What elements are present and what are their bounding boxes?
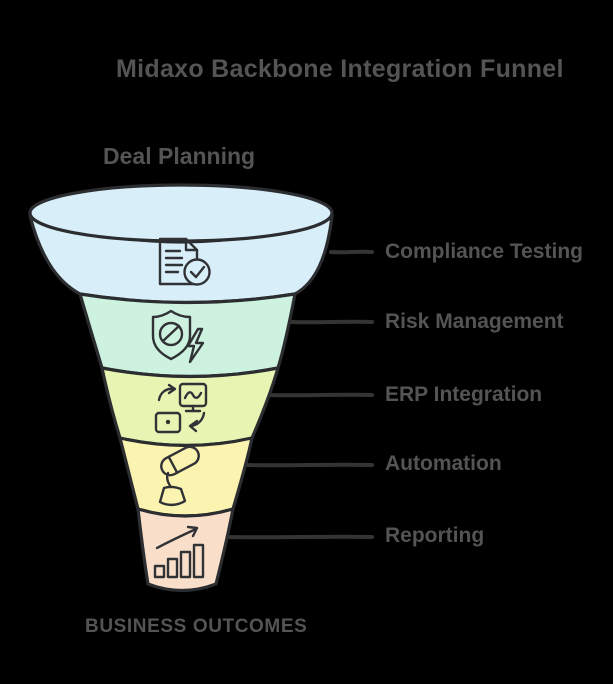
funnel-stage-segment-5 (136, 507, 235, 593)
stage-label-compliance-testing: Compliance Testing (385, 240, 583, 263)
leader-line (289, 319, 374, 325)
document-check-icon (158, 237, 211, 286)
leader-line (267, 392, 374, 398)
leader-lines (225, 249, 374, 540)
leader-line (225, 534, 374, 540)
page-title: Midaxo Backbone Integration Funnel (116, 55, 564, 83)
robot-arm-icon (158, 445, 200, 507)
leader-line (329, 249, 374, 255)
funnel-mouth (28, 183, 334, 243)
stage-label-risk-management: Risk Management (385, 310, 564, 333)
stage-label-automation: Automation (385, 452, 502, 475)
system-sync-icon (154, 382, 208, 434)
funnel-stage-segment-2 (78, 292, 297, 379)
stage-label-reporting: Reporting (385, 524, 485, 547)
growth-chart-icon (153, 525, 205, 579)
leader-line (244, 462, 374, 468)
shield-bolt-icon (151, 309, 205, 364)
funnel-stage-segment-4 (118, 436, 254, 518)
stage-label-erp-integration: ERP Integration (385, 383, 543, 406)
funnel-output-label: BUSINESS OUTCOMES (85, 616, 308, 637)
funnel-input-label: Deal Planning (103, 143, 256, 169)
